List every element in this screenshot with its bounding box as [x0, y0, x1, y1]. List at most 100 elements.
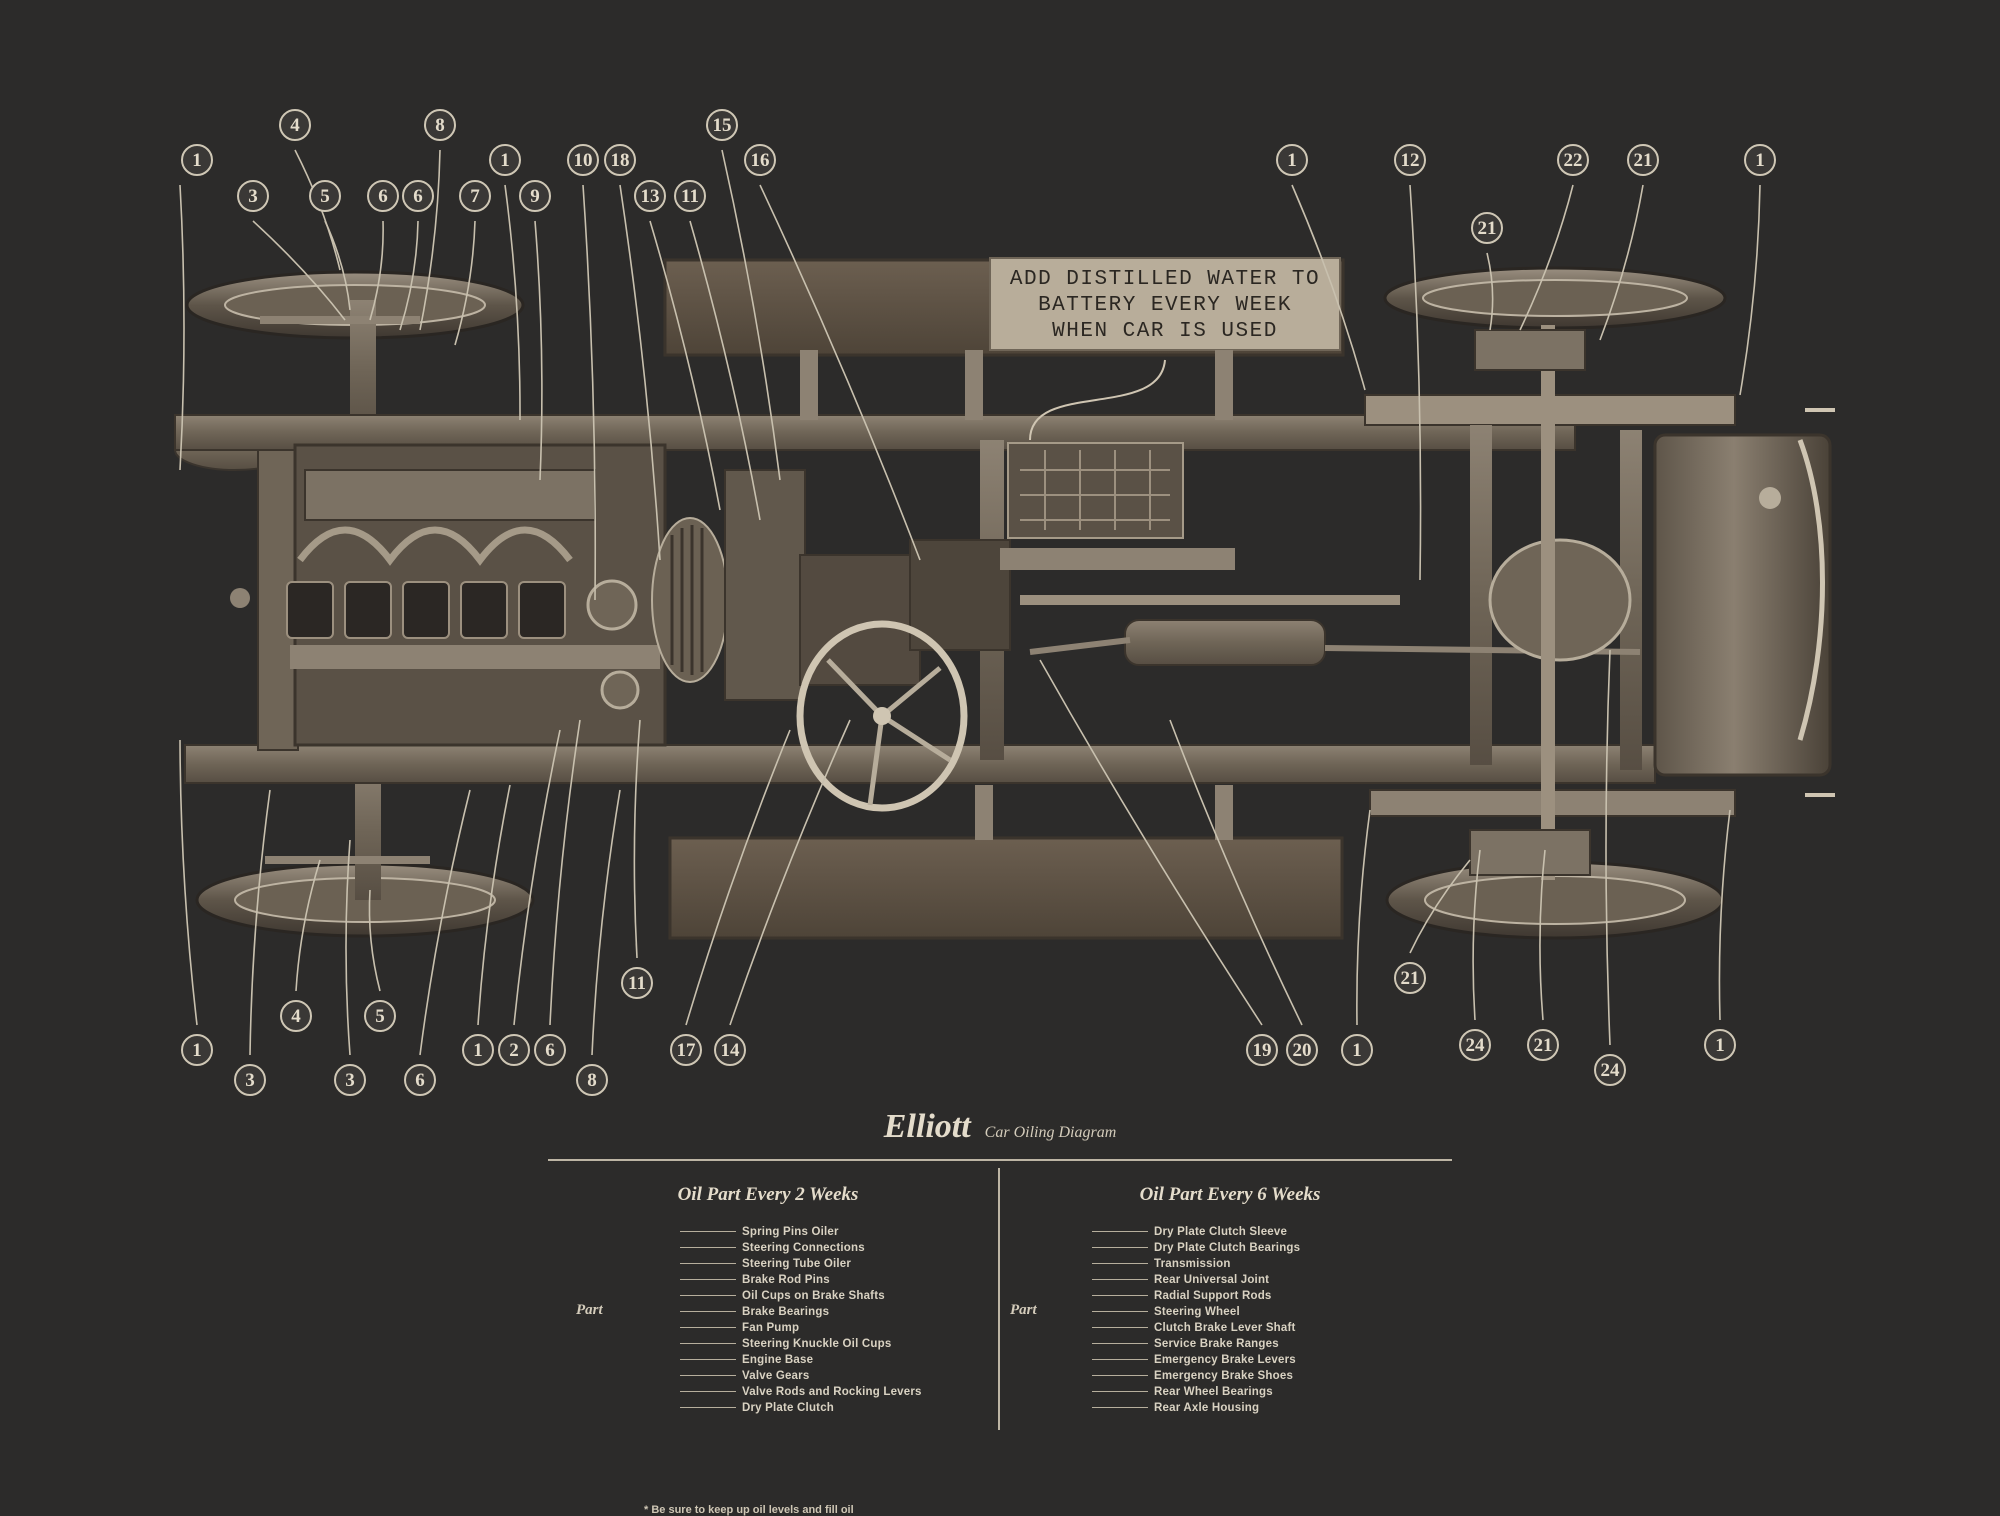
- callout-top-0: 1: [179, 144, 213, 471]
- leader-line: [369, 220, 384, 321]
- list-item: Dry Plate Clutch: [680, 1402, 922, 1418]
- callout-number: 11: [628, 973, 646, 994]
- list-leader: [680, 1391, 736, 1392]
- list-item: Service Brake Ranges: [1092, 1338, 1300, 1354]
- callout-bubble: [576, 1064, 608, 1096]
- callout-top-16: 1: [1276, 144, 1366, 391]
- callout-number: 1: [1287, 150, 1297, 171]
- diagram-title: Elliott Car Oiling Diagram: [548, 1108, 1452, 1152]
- list-leader: [1092, 1295, 1148, 1296]
- callout-number: 8: [435, 115, 445, 136]
- oiling-point-label: Rear Universal Joint: [1154, 1274, 1270, 1286]
- callout-top-15: 16: [744, 144, 921, 561]
- list-leader: [680, 1327, 736, 1328]
- list-leader: [1092, 1391, 1148, 1392]
- list-leader: [1092, 1279, 1148, 1280]
- oiling-point-label: Steering Connections: [742, 1242, 865, 1254]
- callout-bubble: [1246, 1034, 1278, 1066]
- callout-bottom-6: 2: [498, 729, 561, 1066]
- callout-number: 22: [1564, 150, 1583, 171]
- callout-bubble: [334, 1064, 366, 1096]
- leader-line: [513, 729, 561, 1026]
- callout-number: 1: [500, 150, 510, 171]
- leader-line: [649, 220, 721, 511]
- callout-bubble: [181, 1034, 213, 1066]
- oiling-point-label: Emergency Brake Shoes: [1154, 1370, 1294, 1382]
- list-leader: [1092, 1407, 1148, 1408]
- callout-top-11: 18: [604, 144, 661, 561]
- callout-number: 4: [290, 115, 300, 136]
- list-item: Fan Pump: [680, 1322, 922, 1338]
- callout-bubble: [489, 144, 521, 176]
- callout-number: 3: [245, 1070, 255, 1091]
- list-item: Emergency Brake Levers: [1092, 1354, 1300, 1370]
- leader-line: [1291, 184, 1366, 391]
- callout-number: 17: [677, 1040, 697, 1061]
- callout-number: 4: [291, 1006, 301, 1027]
- callout-top-5: 6: [399, 180, 434, 331]
- leader-line: [582, 184, 597, 601]
- callout-number: 21: [1634, 150, 1653, 171]
- callout-bubble: [706, 109, 738, 141]
- callout-bubble: [237, 180, 269, 212]
- oiling-point-label: Rear Wheel Bearings: [1154, 1386, 1273, 1398]
- callout-bubble: [1394, 144, 1426, 176]
- list-leader: [680, 1359, 736, 1360]
- leader-line: [1739, 184, 1761, 396]
- callout-bottom-2: 3: [334, 839, 366, 1096]
- oiling-point-label: Service Brake Ranges: [1154, 1338, 1279, 1350]
- callout-bottom-20: 1: [1704, 809, 1736, 1061]
- callout-bubble: [367, 180, 399, 212]
- leader-line: [534, 220, 543, 481]
- leader-line: [619, 184, 661, 561]
- oiling-point-label: Oil Cups on Brake Shafts: [742, 1290, 885, 1302]
- callout-bottom-1: 3: [234, 789, 271, 1096]
- list-item: Dry Plate Clutch Sleeve: [1092, 1226, 1300, 1242]
- callout-bubble: [674, 180, 706, 212]
- leader-line: [721, 149, 781, 481]
- callout-top-7: 7: [454, 180, 491, 346]
- callout-top-4: 6: [367, 180, 399, 321]
- fuel-tank: [1653, 408, 1835, 797]
- oiling-point-label: Steering Tube Oiler: [742, 1258, 852, 1270]
- callout-bubble: [1594, 1054, 1626, 1086]
- sign-line: WHEN CAR IS USED: [1052, 320, 1278, 343]
- list-item: Steering Tube Oiler: [680, 1258, 922, 1274]
- callout-number: 16: [751, 150, 770, 171]
- callout-number: 24: [1466, 1035, 1486, 1056]
- callout-top-18: 22: [1519, 144, 1589, 331]
- callout-number: 21: [1401, 968, 1420, 989]
- title-rule: [548, 1159, 1452, 1161]
- callout-top-8: 1: [489, 144, 521, 421]
- callout-bubble: [604, 144, 636, 176]
- leader-line: [549, 719, 581, 1026]
- list-item: Spring Pins Oiler: [680, 1226, 922, 1242]
- list-leader: [1092, 1327, 1148, 1328]
- list-leader: [1092, 1247, 1148, 1248]
- oiling-point-label: Radial Support Rods: [1154, 1290, 1272, 1302]
- callout-bubble: [744, 144, 776, 176]
- callout-number: 6: [415, 1070, 425, 1091]
- leader-line: [689, 220, 761, 521]
- callout-bubble: [459, 180, 491, 212]
- callout-top-19: 21: [1599, 144, 1659, 341]
- callout-number: 20: [1293, 1040, 1312, 1061]
- list-item: Dry Plate Clutch Bearings: [1092, 1242, 1300, 1258]
- list-leader: [680, 1343, 736, 1344]
- callout-bottom-19: 24: [1594, 649, 1626, 1086]
- oiling-point-label: Brake Rod Pins: [742, 1274, 830, 1286]
- callout-number: 6: [413, 186, 423, 207]
- callout-top-21: 1: [1739, 144, 1776, 396]
- leader-line: [454, 220, 476, 346]
- leader-line: [1356, 809, 1371, 1026]
- callout-bottom-3: 4: [280, 859, 321, 1032]
- callout-bubble: [670, 1034, 702, 1066]
- callout-bubble: [634, 180, 666, 212]
- callout-bubble: [1557, 144, 1589, 176]
- callout-number: 5: [320, 186, 330, 207]
- leader-line: [399, 220, 419, 331]
- callout-bubble: [534, 1034, 566, 1066]
- callout-number: 21: [1534, 1035, 1553, 1056]
- list-item: Steering Wheel: [1092, 1306, 1300, 1322]
